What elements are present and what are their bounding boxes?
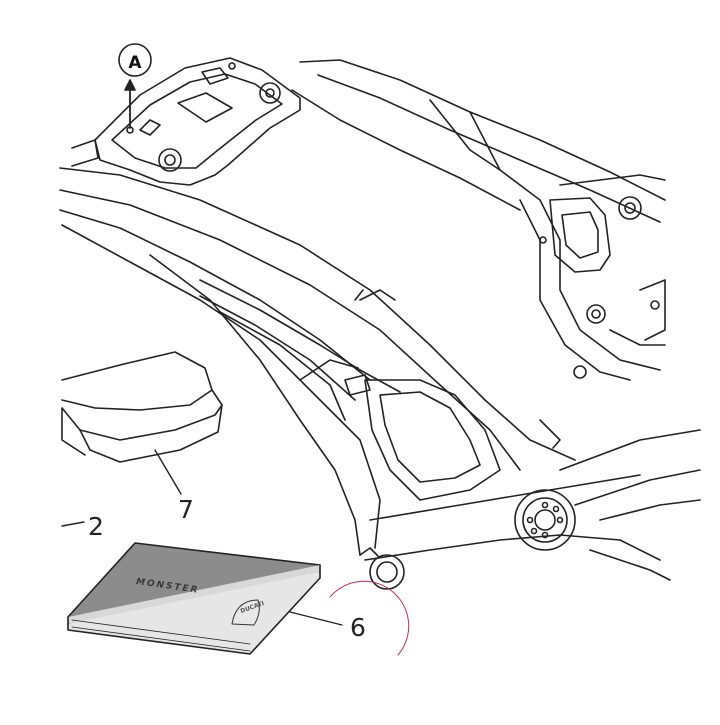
rear-mount-plate	[71, 57, 301, 186]
frame-tubes	[59, 167, 576, 556]
leader-line-2	[61, 521, 85, 527]
callout-6: 6	[350, 613, 366, 642]
highlight-circle	[329, 580, 410, 656]
callout-7: 7	[178, 495, 194, 524]
view-arrow	[118, 43, 152, 129]
owners-manual-part-6	[67, 542, 343, 655]
upper-frame-structure	[291, 59, 666, 381]
callout-2: 2	[88, 512, 104, 541]
view-label-a: A	[128, 53, 142, 73]
foam-pad-part-7	[61, 351, 223, 495]
swingarm-pivot	[359, 429, 701, 590]
